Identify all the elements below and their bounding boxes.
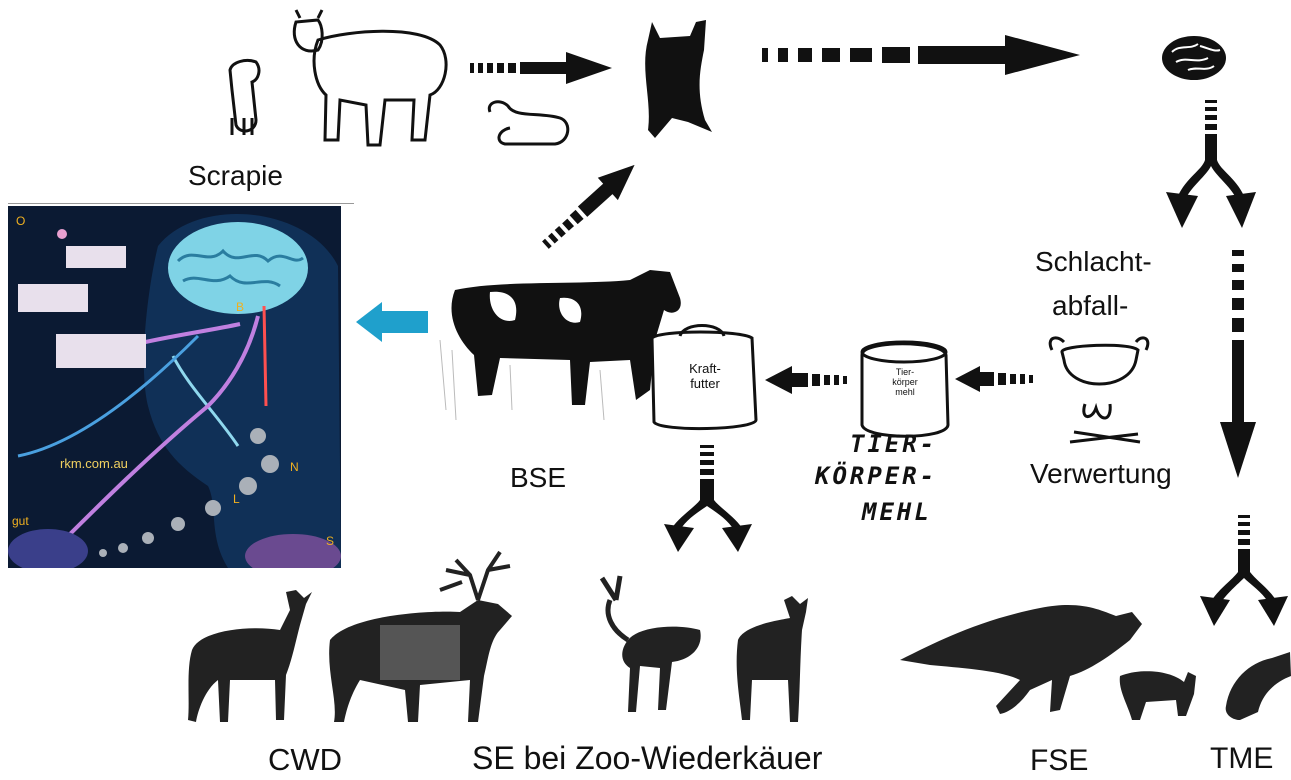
elk-icon (329, 552, 512, 722)
cow-icon (440, 270, 681, 420)
arrow-right-down-long (1220, 250, 1256, 478)
label-fse: FSE (1030, 744, 1088, 778)
inset-site-label: rkm.com.au (60, 456, 128, 471)
inset-label-l: L (233, 492, 240, 506)
zoo-deer-icon (737, 596, 808, 722)
sheep-ewe-icon (294, 10, 446, 145)
arrow-verwertung-to-tiermehl (955, 366, 1033, 392)
inset-label-gut: gut (12, 514, 29, 528)
kraftfutter-label: Kraft- futter (660, 362, 750, 392)
kraftfutter-line-1: Kraft- (660, 362, 750, 377)
handwritten-koerper: KÖRPER- (815, 464, 937, 489)
label-tme: TME (1210, 742, 1273, 776)
arrow-fork-to-tme (1200, 515, 1288, 626)
label-abfall: abfall- (1052, 290, 1128, 322)
brain-illustration-inset: O B N L gut S rkm.com.au (8, 206, 341, 568)
carcass-icon (645, 20, 712, 138)
label-scrapie: Scrapie (188, 160, 283, 192)
label-verwertung: Verwertung (1030, 458, 1172, 490)
handwritten-tier: TIER- (850, 432, 937, 457)
cooking-pot-fire-icon (1050, 338, 1148, 442)
inset-divider (8, 203, 354, 204)
inset-label-s: S (326, 534, 334, 548)
lying-lamb-icon (489, 102, 567, 144)
arrow-tiermehl-to-kraftfutter (765, 366, 847, 394)
handwritten-mehl: MEHL (862, 500, 932, 525)
can-line-3: mehl (872, 388, 938, 398)
deer-icon (188, 590, 312, 722)
inset-label-n: N (290, 460, 299, 474)
label-schlacht: Schlacht- (1035, 246, 1152, 278)
arrow-kraftfutter-to-zoo (664, 445, 752, 552)
blue-arrow-icon (356, 302, 428, 342)
inset-label-b: B (236, 300, 244, 314)
arrow-brain-down-fork (1166, 100, 1256, 228)
brain-icon (1162, 36, 1226, 80)
kraftfutter-line-2: futter (660, 377, 750, 392)
label-bse: BSE (510, 462, 566, 494)
cheetah-icon (900, 605, 1142, 714)
sheep-lamb-icon (230, 60, 259, 135)
label-se-zoo: SE bei Zoo-Wiederkäuer (472, 740, 822, 777)
arrow-bse-to-carcass (535, 154, 644, 257)
mink-icon (1226, 652, 1291, 720)
inset-drawing (8, 206, 341, 568)
cat-icon (1120, 671, 1196, 720)
antelope-icon (602, 576, 701, 712)
arrow-scrapie-to-carcass (470, 52, 612, 84)
label-cwd: CWD (268, 742, 342, 778)
inset-label-o: O (16, 214, 25, 228)
arrow-carcass-to-brain (762, 35, 1080, 75)
tiermehl-can-label: Tier- körper mehl (872, 368, 938, 398)
